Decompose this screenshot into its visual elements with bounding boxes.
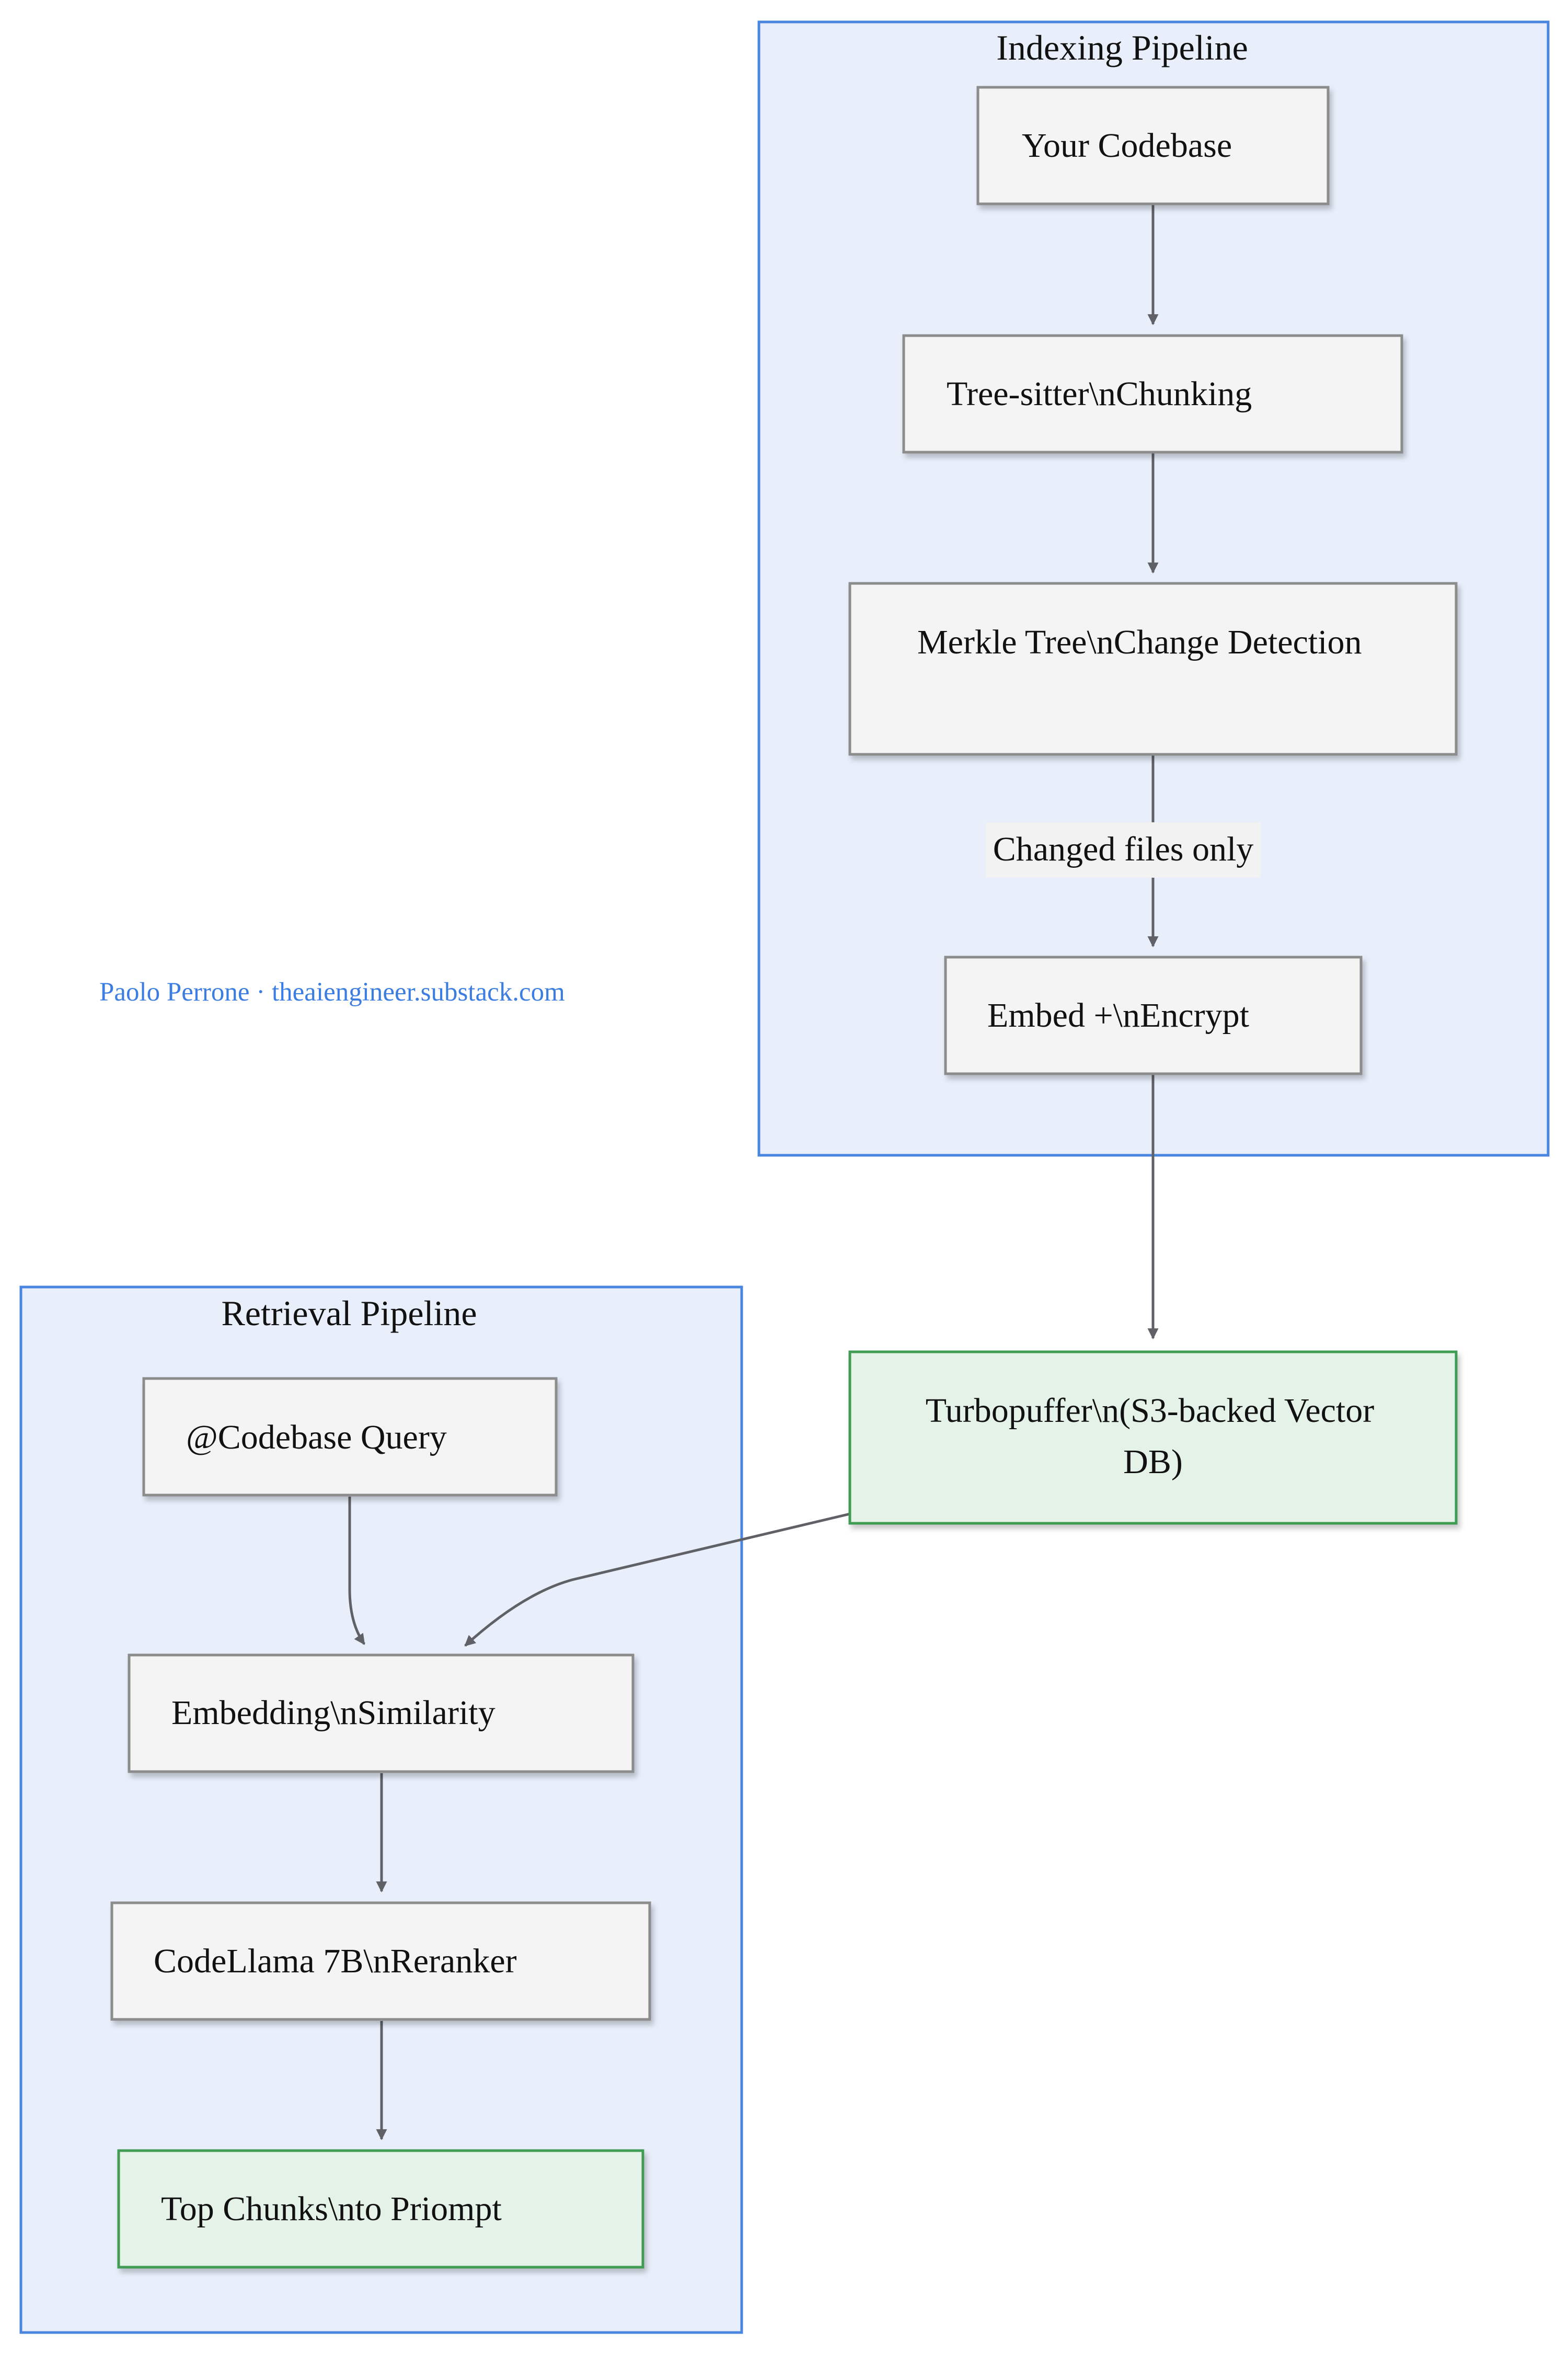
edge-label-changed-files: Changed files only (986, 822, 1261, 878)
edges (348, 205, 1159, 2141)
node-turbopuffer: Turbopuffer\n(S3-backed Vector DB) (848, 1350, 1458, 1525)
node-codebase-query-box (142, 1377, 558, 1497)
node-embedding-similarity-label: Embedding\nSimilarity (171, 1694, 495, 1732)
node-codellama-box (110, 1901, 651, 2021)
node-merkle-tree: Merkle Tree\nChange Detection (848, 582, 1458, 756)
node-merkle-tree-label: Merkle Tree\nChange Detection (917, 623, 1362, 661)
node-tree-sitter: Tree-sitter\nChunking (902, 334, 1403, 454)
edge-query-to-embedding (348, 1497, 366, 1645)
node-turbopuffer-label-line1: Turbopuffer\n(S3-backed Vector (926, 1392, 1374, 1430)
edge-turbopuffer-to-embedding (464, 1512, 850, 1647)
edge-label-text: Changed files only (993, 830, 1254, 868)
node-tree-sitter-label: Tree-sitter\nChunking (947, 375, 1252, 413)
author-credit: Paolo Perrone · theaiengineer.substack.c… (99, 978, 565, 1007)
node-codebase-query: @Codebase Query (142, 1377, 558, 1497)
node-your-codebase-label: Your Codebase (1022, 127, 1232, 165)
node-turbopuffer-label-line2: DB) (1123, 1443, 1183, 1481)
node-codellama-label: CodeLlama 7B\nReranker (154, 1942, 517, 1980)
node-merkle-tree-box (848, 582, 1458, 756)
node-embedding-similarity-box (128, 1653, 635, 1773)
node-top-chunks-label: Top Chunks\nto Priompt (161, 2190, 502, 2228)
node-your-codebase: Your Codebase (976, 86, 1330, 205)
edge-label-background (986, 822, 1261, 878)
node-embedding-similarity: Embedding\nSimilarity (128, 1653, 635, 1773)
retrieval-pipeline-title: Retrieval Pipeline (221, 1293, 477, 1333)
node-embed-encrypt-label: Embed +\nEncrypt (987, 996, 1249, 1035)
node-embed-encrypt-box (944, 956, 1363, 1075)
node-top-chunks: Top Chunks\nto Priompt (117, 2149, 644, 2269)
node-your-codebase-box (976, 86, 1330, 205)
node-tree-sitter-box (902, 334, 1403, 454)
node-codellama: CodeLlama 7B\nReranker (110, 1901, 651, 2021)
indexing-pipeline-title: Indexing Pipeline (996, 28, 1248, 67)
node-top-chunks-box (117, 2149, 644, 2269)
node-codebase-query-label: @Codebase Query (186, 1418, 447, 1456)
node-turbopuffer-box (848, 1350, 1458, 1525)
node-embed-encrypt: Embed +\nEncrypt (944, 956, 1363, 1075)
